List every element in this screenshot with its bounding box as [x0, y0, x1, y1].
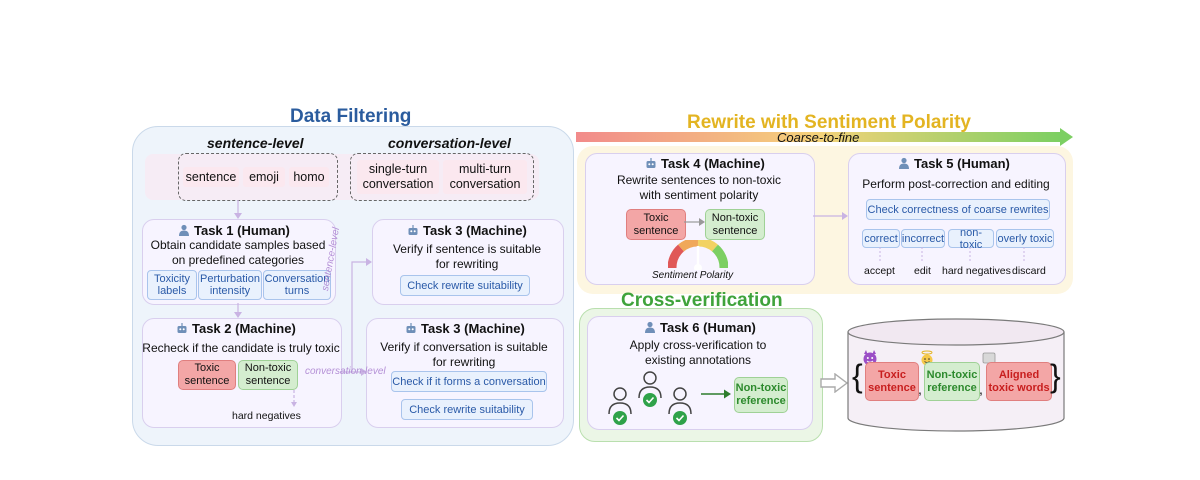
option-correct: correct	[862, 229, 900, 248]
cross-verification-title: Cross-verification	[621, 290, 783, 311]
sentiment-polarity-label: Sentiment Polarity	[652, 270, 734, 281]
task6-title: Task 6 (Human)	[644, 320, 756, 335]
outcome-hard-negatives: hard negatives	[942, 265, 1011, 277]
result-comma-2: ,	[979, 381, 983, 397]
result-nontoxic-reference: Non-toxic reference	[924, 362, 980, 401]
task5-desc: Perform post-correction and editing	[862, 177, 1050, 191]
data-filtering-title: Data Filtering	[290, 106, 412, 127]
hollow-arrow	[820, 373, 848, 393]
outcome-edit: edit	[914, 265, 931, 277]
conversation-level-group	[350, 153, 534, 201]
task5-check-correctness: Check correctness of coarse rewrites	[866, 199, 1050, 220]
task4-nontoxic-sentence: Non-toxic sentence	[705, 209, 765, 240]
sentence-level-group	[178, 153, 338, 201]
category-multi-turn: multi-turn conversation	[443, 160, 527, 194]
chip-toxicity-labels: Toxicity labels	[147, 270, 197, 300]
category-homo: homo	[289, 167, 329, 187]
task4-title: Task 4 (Machine)	[645, 156, 765, 171]
annotators-icon	[608, 371, 692, 425]
robot-icon	[408, 225, 418, 235]
task4-toxic-sentence: Toxic sentence	[626, 209, 686, 240]
task6-title-text: Task 6 (Human)	[660, 320, 756, 335]
coarse-to-fine-arrow	[576, 128, 1073, 146]
task1-title-text: Task 1 (Human)	[194, 223, 290, 238]
outcome-accept: accept	[864, 265, 895, 277]
task3a-title-text: Task 3 (Machine)	[423, 223, 527, 238]
task2-desc: Recheck if the candidate is truly toxic	[142, 341, 340, 355]
task6-nontoxic-reference: Non-toxic reference	[734, 377, 788, 413]
category-sentence: sentence	[183, 167, 239, 187]
coarse-to-fine-label: Coarse-to-fine	[777, 130, 860, 145]
sentiment-gauge	[668, 240, 728, 270]
task4-title-text: Task 4 (Machine)	[661, 156, 765, 171]
task2-toxic-sentence: Toxic sentence	[178, 360, 236, 390]
task3b-desc: Verify if conversation is suitable for r…	[380, 340, 548, 369]
robot-icon	[646, 158, 656, 168]
chip-perturbation-intensity: Perturbation intensity	[198, 270, 262, 300]
task1-title: Task 1 (Human)	[178, 223, 290, 238]
task5-title-text: Task 5 (Human)	[914, 156, 1010, 171]
task3b-title: Task 3 (Machine)	[405, 321, 525, 336]
result-close-brace: }	[1050, 358, 1061, 394]
task2-title-text: Task 2 (Machine)	[192, 321, 296, 336]
rewrite-title: Rewrite with Sentiment Polarity	[687, 112, 971, 133]
sentence-level-label: sentence-level	[207, 135, 304, 151]
task4-to-task5-arrow	[813, 212, 848, 220]
result-aligned-toxic-words: Aligned toxic words	[986, 362, 1052, 401]
task3a-title: Task 3 (Machine)	[407, 223, 527, 238]
chip-conversation-turns: Conversation turns	[263, 270, 331, 300]
task3a-desc: Verify if sentence is suitable for rewri…	[392, 242, 542, 271]
task1-desc: Obtain candidate samples based on predef…	[150, 238, 326, 267]
person-icon	[645, 321, 655, 333]
result-comma-1: ,	[918, 381, 922, 397]
category-emoji: emoji	[243, 167, 285, 187]
person-icon	[179, 224, 189, 236]
robot-icon	[177, 323, 187, 333]
person-icon	[899, 157, 909, 169]
task5-title: Task 5 (Human)	[898, 156, 1010, 171]
task3b-title-text: Task 3 (Machine)	[421, 321, 525, 336]
category-single-turn: single-turn conversation	[357, 160, 439, 194]
task3a-check-rewrite: Check rewrite suitability	[400, 275, 530, 296]
option-non-toxic: non-toxic	[948, 227, 994, 251]
side-label-conversation-level: conversation-level	[305, 366, 386, 377]
hard-negatives-label: hard negatives	[232, 410, 301, 422]
result-open-brace: {	[852, 358, 863, 394]
option-overly-toxic: overly toxic	[996, 229, 1054, 248]
outcome-discard: discard	[1012, 265, 1046, 277]
task2-title: Task 2 (Machine)	[176, 321, 296, 336]
option-incorrect: incorrect	[901, 229, 945, 248]
task4-desc: Rewrite sentences to non-toxic with sent…	[616, 173, 782, 202]
conversation-level-label: conversation-level	[388, 135, 511, 151]
rewrite-arrow	[684, 218, 705, 226]
result-toxic-sentence: Toxic sentence	[865, 362, 919, 401]
task6-desc: Apply cross-verification to existing ann…	[629, 338, 767, 367]
task3b-check-conversation: Check if it forms a conversation	[391, 371, 547, 392]
cross-arrow	[701, 389, 731, 399]
task2-nontoxic-sentence: Non-toxic sentence	[238, 360, 298, 390]
task3b-check-rewrite: Check rewrite suitability	[401, 399, 533, 420]
robot-icon	[406, 323, 416, 333]
